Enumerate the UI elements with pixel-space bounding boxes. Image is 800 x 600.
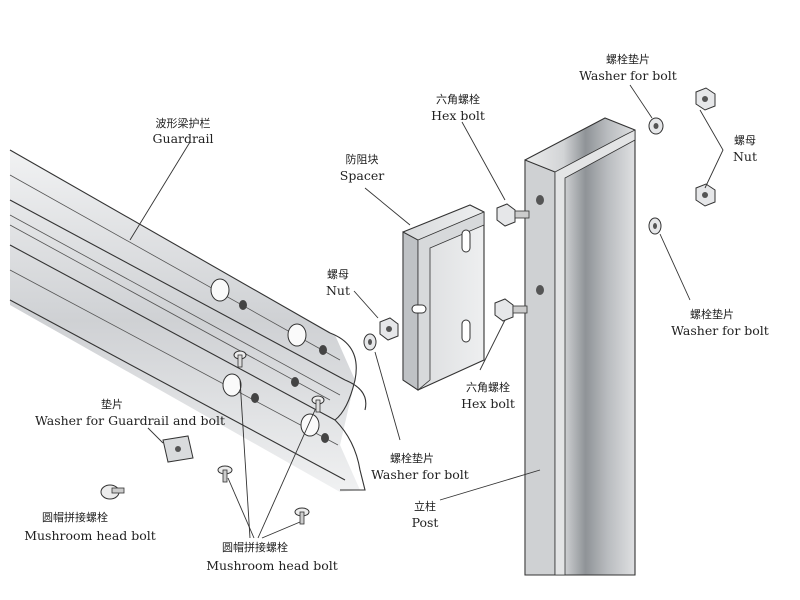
svg-text:Nut: Nut xyxy=(326,283,350,298)
label-hex-bolt-bottom: 六角螺栓 Hex bolt xyxy=(461,380,515,411)
label-washer-guardrail: 垫片 Washer for Guardrail and bolt xyxy=(35,397,225,428)
mushroom-bolts-on-rail xyxy=(233,350,325,413)
label-mushroom-left: 圆帽拼接螺栓 Mushroom head bolt xyxy=(24,510,156,543)
mushroom-bolt-left xyxy=(100,484,125,500)
svg-text:Mushroom head bolt: Mushroom head bolt xyxy=(206,558,338,573)
svg-text:Washer for bolt: Washer for bolt xyxy=(579,68,677,83)
nut-mid xyxy=(379,317,399,341)
svg-text:Spacer: Spacer xyxy=(340,168,384,183)
svg-text:六角螺栓: 六角螺栓 xyxy=(436,92,480,106)
svg-text:垫片: 垫片 xyxy=(101,397,123,411)
svg-text:螺栓垫片: 螺栓垫片 xyxy=(690,307,734,321)
label-nut-mid: 螺母 Nut xyxy=(326,268,350,298)
svg-text:波形梁护栏: 波形梁护栏 xyxy=(156,116,211,130)
svg-text:Washer for Guardrail and bolt: Washer for Guardrail and bolt xyxy=(35,413,225,428)
mushroom-bolt-loose-a xyxy=(217,465,233,483)
mushroom-bolt-loose-b xyxy=(294,507,310,525)
svg-text:防阻块: 防阻块 xyxy=(346,152,379,166)
washer-right xyxy=(648,217,662,235)
washer-top-right xyxy=(648,117,664,135)
svg-text:Mushroom head bolt: Mushroom head bolt xyxy=(24,528,156,543)
svg-text:Guardrail: Guardrail xyxy=(153,131,214,146)
svg-text:螺栓垫片: 螺栓垫片 xyxy=(606,52,650,66)
nut-right-upper xyxy=(695,87,716,111)
svg-text:Washer for bolt: Washer for bolt xyxy=(671,323,769,338)
label-washer-bolt-mid: 螺栓垫片 Washer for bolt xyxy=(371,451,469,482)
label-mushroom-bottom: 圆帽拼接螺栓 Mushroom head bolt xyxy=(206,540,338,573)
label-nut-right: 螺母 Nut xyxy=(733,134,757,164)
label-hex-bolt-top: 六角螺栓 Hex bolt xyxy=(431,92,485,123)
svg-text:Hex bolt: Hex bolt xyxy=(461,396,515,411)
spacer-block xyxy=(402,204,485,391)
nut-right-lower xyxy=(695,183,716,207)
svg-text:螺栓垫片: 螺栓垫片 xyxy=(390,451,434,465)
label-washer-bolt-top-right: 螺栓垫片 Washer for bolt xyxy=(579,52,677,83)
svg-text:Hex bolt: Hex bolt xyxy=(431,108,485,123)
svg-text:立柱: 立柱 xyxy=(414,499,436,513)
svg-text:六角螺栓: 六角螺栓 xyxy=(466,380,510,394)
washer-mid xyxy=(363,333,377,351)
guardrail-washer-plate xyxy=(162,435,194,463)
svg-text:Washer for bolt: Washer for bolt xyxy=(371,467,469,482)
svg-text:圆帽拼接螺栓: 圆帽拼接螺栓 xyxy=(42,510,108,524)
svg-text:螺母: 螺母 xyxy=(734,134,756,147)
label-spacer: 防阻块 Spacer xyxy=(340,152,384,183)
svg-text:圆帽拼接螺栓: 圆帽拼接螺栓 xyxy=(222,540,288,554)
hex-bolt-bottom xyxy=(494,298,528,322)
label-washer-bolt-right: 螺栓垫片 Washer for bolt xyxy=(671,307,769,338)
svg-text:螺母: 螺母 xyxy=(327,268,349,281)
leader-lines xyxy=(129,84,724,539)
label-guardrail: 波形梁护栏 Guardrail xyxy=(153,116,214,146)
svg-text:Post: Post xyxy=(412,515,439,530)
label-post: 立柱 Post xyxy=(412,499,439,530)
post-column xyxy=(524,117,636,576)
hex-bolt-top xyxy=(496,203,530,227)
svg-text:Nut: Nut xyxy=(733,149,757,164)
